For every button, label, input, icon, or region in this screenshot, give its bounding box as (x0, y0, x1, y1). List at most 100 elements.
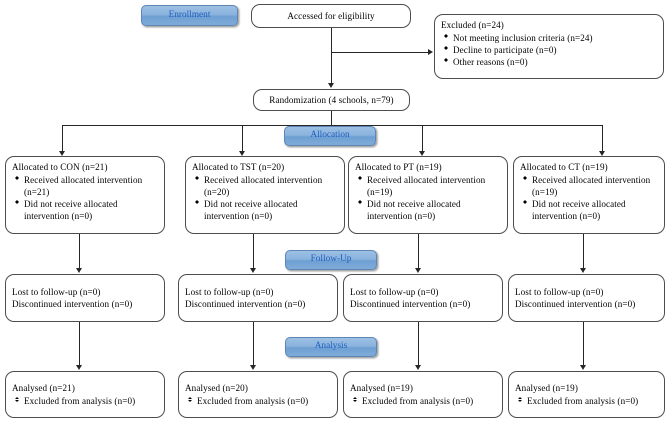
node-followup-con-line2: Discontinued intervention (n=0) (12, 299, 133, 309)
list-item-label: Did not receive allocated intervention (… (367, 198, 461, 221)
list-item-label: Received allocated intervention (n=20) (204, 174, 323, 197)
list-item-label: Other reasons (n=0) (453, 56, 528, 67)
arrowhead-followup-1 (76, 268, 82, 273)
list-item-label: Excluded from analysis (n=0) (362, 395, 474, 406)
list-item: Received allocated intervention (n=21) (12, 174, 159, 198)
stage-banner-enrollment: Enrollment (141, 5, 238, 26)
list-item: Received allocated intervention (n=20) (192, 174, 339, 198)
connector-allocation-drop-2 (242, 125, 243, 152)
list-item: Decline to participate (n=0) (441, 44, 658, 56)
diamond-bullet-icon (194, 200, 199, 205)
connector-allocation-to-followup-2 (253, 234, 254, 269)
connector-followup-to-analysis-4 (583, 322, 584, 366)
diamond-bullet-icon (357, 176, 362, 181)
list-item-label: Excluded from analysis (n=0) (197, 395, 309, 406)
diamond-bullet-icon (522, 200, 527, 205)
list-item: Did not receive allocated intervention (… (520, 198, 659, 222)
diamond-bullet-icon (443, 58, 448, 63)
node-allocated-con-list: Received allocated intervention (n=21) D… (12, 174, 159, 222)
node-excluded-list: Not meeting inclusion criteria (n=24) De… (441, 32, 658, 68)
node-analysed-ct-list: Excluded from analysis (n=0) (515, 395, 659, 407)
connector-allocation-drop-3 (422, 125, 423, 152)
node-followup-con-line1: Lost to follow-up (n=0) (12, 287, 101, 297)
arrowhead-allocation-3 (419, 151, 425, 156)
diamond-bullet-icon (14, 200, 19, 205)
stage-banner-analysis-label: Analysis (314, 341, 348, 352)
stage-banner-followup: Follow-Up (285, 250, 377, 270)
list-item: Did not receive allocated intervention (… (192, 198, 339, 222)
node-excluded: Excluded (n=24) Not meeting inclusion cr… (434, 14, 664, 79)
diamond-bullet-icon (443, 34, 448, 39)
list-item-label: Received allocated intervention (n=19) (532, 174, 651, 197)
node-followup-con: Lost to follow-up (n=0) Discontinued int… (5, 274, 165, 322)
connector-allocation-to-followup-4 (583, 234, 584, 269)
node-allocated-pt: Allocated to PT (n=19) Received allocate… (348, 156, 508, 234)
node-assessed-for-eligibility-title: Accessed for eligibility (287, 11, 375, 21)
arrowhead-excluded (428, 49, 433, 55)
node-analysed-con: Analysed (n=21) Excluded from analysis (… (5, 371, 165, 418)
node-followup-tst-line2: Discontinued intervention (n=0) (185, 299, 306, 309)
connector-assessed-to-randomization (331, 28, 332, 84)
node-analysed-ct: Analysed (n=19) Excluded from analysis (… (508, 371, 665, 418)
node-followup-tst-line1: Lost to follow-up (n=0) (185, 287, 274, 297)
arrowhead-allocation-2 (239, 151, 245, 156)
node-allocated-ct-list: Received allocated intervention (n=19) D… (520, 174, 659, 222)
arrowhead-followup-2 (250, 268, 256, 273)
list-item: Did not receive allocated intervention (… (355, 198, 502, 222)
list-item: Did not receive allocated intervention (… (12, 198, 159, 222)
node-randomization: Randomization (4 schools, n=79) (253, 89, 410, 111)
node-followup-pt-line2: Discontinued intervention (n=0) (350, 299, 471, 309)
connector-allocation-drop-4 (602, 125, 603, 152)
list-item: Received allocated intervention (n=19) (520, 174, 659, 198)
list-item: Excluded from analysis (n=0) (515, 395, 659, 407)
stage-banner-allocation-label: Allocation (310, 130, 350, 141)
arrowhead-analysis-3 (415, 365, 421, 370)
list-item: Excluded from analysis (n=0) (350, 395, 497, 407)
node-analysed-con-list: Excluded from analysis (n=0) (12, 395, 159, 407)
list-item-label: Received allocated intervention (n=21) (24, 174, 143, 197)
arrowhead-analysis-1 (76, 365, 82, 370)
diamond-bullet-icon (352, 397, 357, 402)
diamond-bullet-icon (517, 397, 522, 402)
node-analysed-tst: Analysed (n=20) Excluded from analysis (… (178, 371, 338, 418)
stage-banner-followup-label: Follow-Up (310, 254, 352, 265)
connector-allocation-to-followup-1 (79, 234, 80, 269)
list-item-label: Excluded from analysis (n=0) (527, 395, 639, 406)
diamond-bullet-icon (187, 397, 192, 402)
node-followup-tst: Lost to follow-up (n=0) Discontinued int… (178, 274, 338, 322)
diamond-bullet-icon (194, 176, 199, 181)
stage-banner-allocation: Allocation (284, 126, 376, 146)
list-item-label: Did not receive allocated intervention (… (24, 198, 118, 221)
node-analysed-pt: Analysed (n=19) Excluded from analysis (… (343, 371, 503, 418)
node-analysed-pt-list: Excluded from analysis (n=0) (350, 395, 497, 407)
connector-randomization-stem (331, 111, 332, 126)
node-allocated-con-title: Allocated to CON (n=21) (12, 162, 108, 172)
arrowhead-allocation-1 (59, 151, 65, 156)
node-followup-ct-line2: Discontinued intervention (n=0) (515, 299, 636, 309)
list-item-label: Decline to participate (n=0) (453, 44, 557, 55)
node-allocated-ct: Allocated to CT (n=19) Received allocate… (513, 156, 665, 234)
arrowhead-allocation-4 (599, 151, 605, 156)
node-allocated-pt-list: Received allocated intervention (n=19) D… (355, 174, 502, 222)
list-item-label: Did not receive allocated intervention (… (532, 198, 626, 221)
arrowhead-analysis-4 (580, 365, 586, 370)
diamond-bullet-icon (357, 200, 362, 205)
list-item: Excluded from analysis (n=0) (12, 395, 159, 407)
diamond-bullet-icon (522, 176, 527, 181)
node-assessed-for-eligibility: Accessed for eligibility (251, 4, 411, 28)
node-analysed-tst-list: Excluded from analysis (n=0) (185, 395, 332, 407)
node-allocated-tst-title: Allocated to TST (n=20) (192, 162, 285, 172)
list-item: Excluded from analysis (n=0) (185, 395, 332, 407)
list-item: Other reasons (n=0) (441, 56, 658, 68)
node-allocated-tst-list: Received allocated intervention (n=20) D… (192, 174, 339, 222)
arrowhead-followup-3 (415, 268, 421, 273)
node-analysed-con-title: Analysed (n=21) (12, 383, 75, 394)
diamond-bullet-icon (443, 46, 448, 51)
stage-banner-analysis: Analysis (285, 337, 377, 357)
arrowhead-randomization (328, 83, 334, 88)
connector-followup-to-analysis-2 (253, 322, 254, 366)
node-analysed-ct-title: Analysed (n=19) (515, 383, 578, 394)
arrowhead-followup-4 (580, 268, 586, 273)
list-item-label: Not meeting inclusion criteria (n=24) (453, 32, 593, 43)
